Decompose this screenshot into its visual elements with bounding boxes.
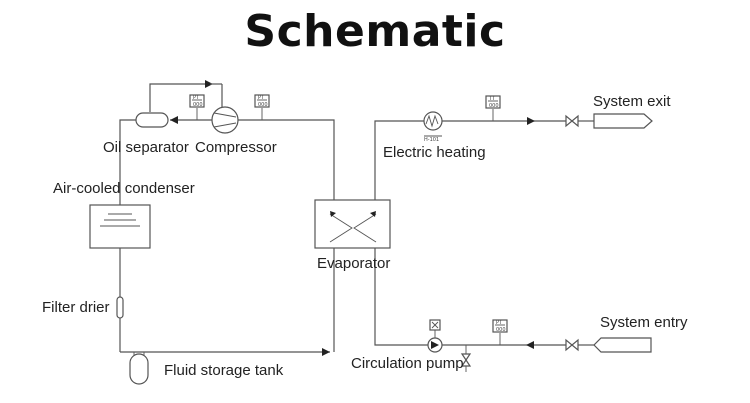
system-entry-inlet (593, 337, 652, 353)
process-loop-pipes (374, 117, 594, 349)
filter-drier-label: Filter drier (42, 299, 110, 316)
evaporator-label: Evaporator (317, 255, 391, 272)
oil-separator-symbol (135, 112, 169, 128)
refrigerant-loop-pipes (119, 80, 335, 356)
circulation-pump-label: Circulation pump (351, 355, 464, 372)
svg-text:000: 000 (489, 103, 499, 109)
air-cooled-condenser-label: Air-cooled condenser (53, 180, 195, 197)
electric-heating-label: Electric heating (383, 144, 486, 161)
electric-heater-symbol: H-101 (423, 111, 443, 143)
exit-valve-symbol (565, 114, 579, 128)
entry-gauge: PT 000 (492, 319, 508, 345)
svg-text:000: 000 (496, 327, 506, 333)
page-title: Schematic (244, 6, 506, 57)
fluid-storage-tank-symbol (129, 352, 149, 385)
exit-gauge: TT 000 (485, 95, 501, 121)
fluid-storage-tank-label: Fluid storage tank (164, 362, 284, 379)
system-entry-label: System entry (600, 314, 688, 331)
svg-text:PT: PT (258, 95, 265, 101)
compressor-gauges: PT 000 PT 000 (189, 94, 270, 120)
circulation-pump-symbol (427, 319, 443, 353)
svg-text:PT: PT (496, 320, 503, 326)
oil-separator-label: Oil separator (103, 139, 189, 156)
system-exit-outlet (593, 113, 653, 129)
heater-tag: H-101 (424, 137, 439, 143)
compressor-label: Compressor (195, 139, 277, 156)
system-exit-label: System exit (593, 93, 671, 110)
svg-text:PT: PT (193, 95, 200, 101)
filter-drier-symbol (116, 296, 124, 319)
svg-text:000: 000 (258, 102, 268, 108)
drain-valve-symbol (460, 345, 472, 372)
entry-valve-symbol (565, 338, 579, 352)
svg-text:TT: TT (488, 96, 496, 102)
condenser-symbol (89, 204, 151, 249)
evaporator-symbol (314, 199, 391, 249)
compressor-symbol (211, 106, 239, 134)
svg-text:000: 000 (193, 102, 203, 108)
